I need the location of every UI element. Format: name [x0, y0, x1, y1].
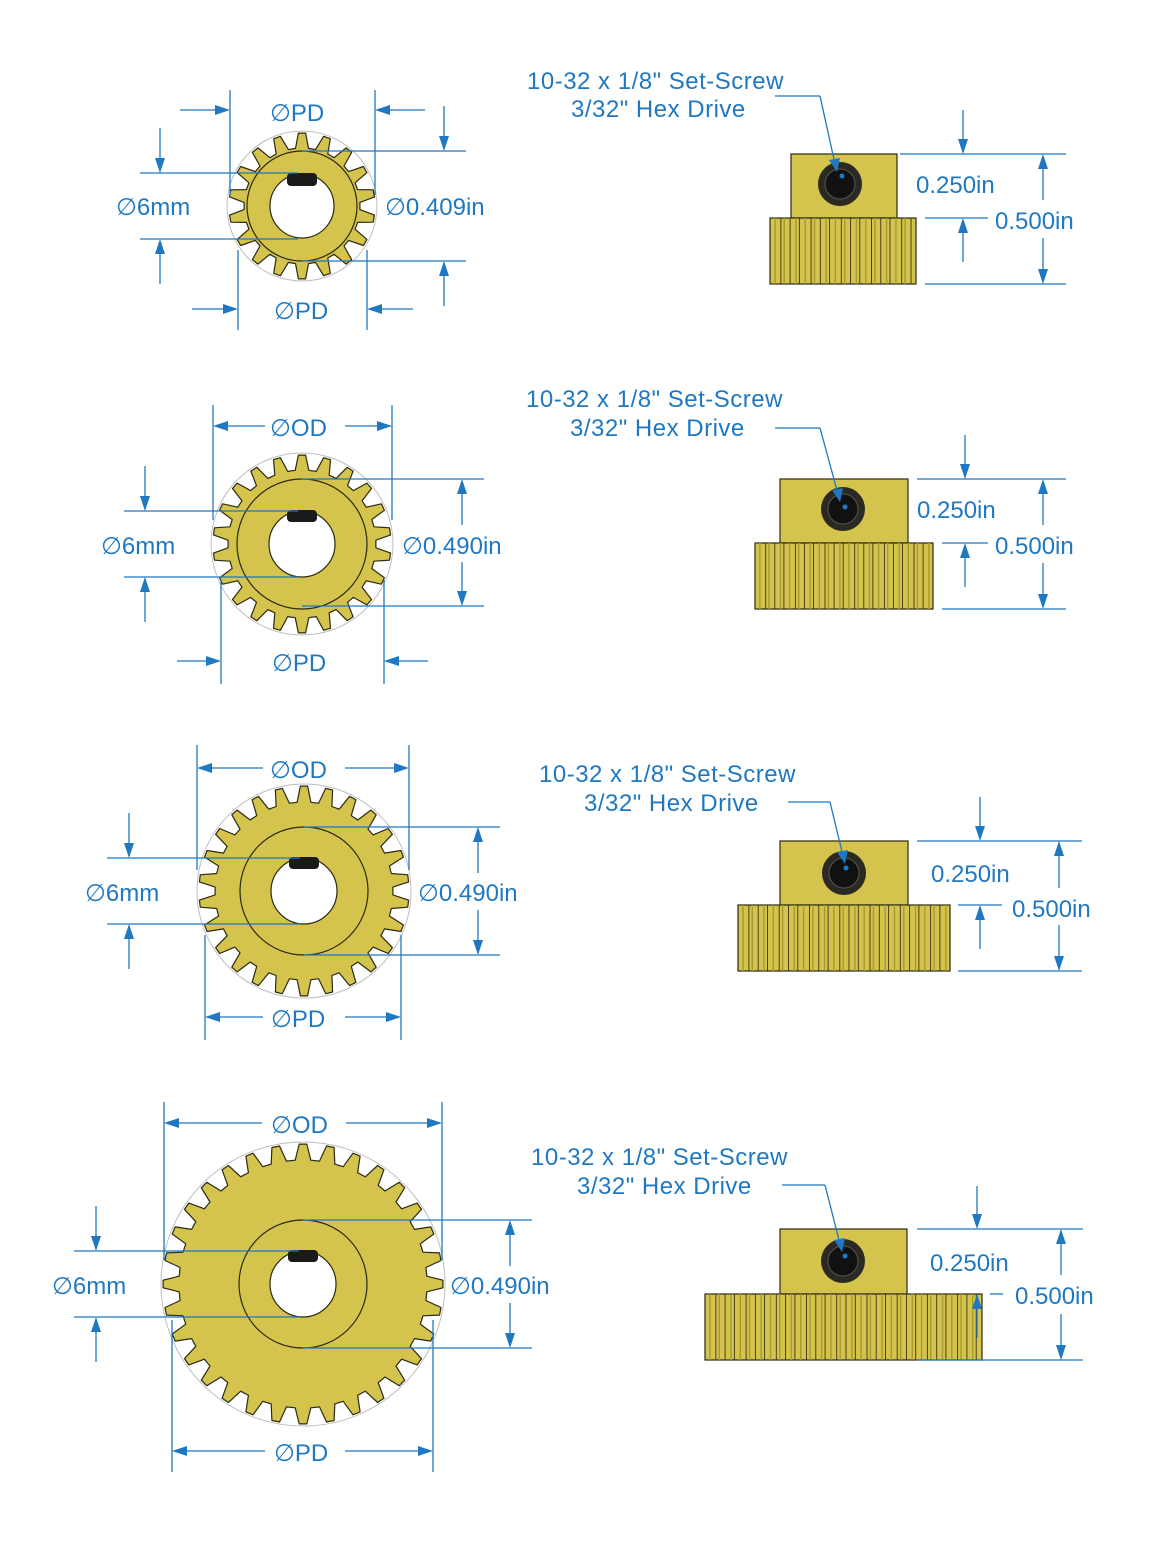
- gear-3-side-dimensions: 10-32 x 1/8" Set-Screw 3/32" Hex Drive 0…: [539, 761, 1091, 972]
- gear-2-outer-circle: [210, 452, 394, 636]
- gear-3-front-view: [196, 783, 412, 999]
- gear-1-side-teeth: [769, 217, 917, 285]
- gear-1-note-line2: 3/32" Hex Drive: [571, 96, 746, 123]
- gear-3-side-view: [737, 840, 951, 972]
- gear-4-note-line2: 3/32" Hex Drive: [577, 1173, 752, 1200]
- gear-4-side-dimensions: 10-32 x 1/8" Set-Screw 3/32" Hex Drive 0…: [531, 1144, 1094, 1361]
- gear-3-note-line2: 3/32" Hex Drive: [584, 790, 759, 817]
- gear-1-setscrew-flat: [287, 173, 317, 186]
- gear-4-side-teeth: [704, 1293, 983, 1361]
- gear-1-hub-height-label: 0.250in: [916, 172, 995, 199]
- gear-4-hub-dim-label: ∅0.490in: [450, 1273, 550, 1300]
- gear-2-hub-height-label: 0.250in: [917, 497, 996, 524]
- gear-4-dimensions: ∅OD ∅PD ∅6mm ∅0.490in: [52, 1102, 550, 1472]
- gear-4-note-line1: 10-32 x 1/8" Set-Screw: [531, 1144, 788, 1171]
- gear-2-dimensions: ∅OD ∅PD ∅6mm ∅0.490in: [101, 405, 502, 684]
- gear-4-hub-height-label: 0.250in: [930, 1250, 1009, 1277]
- gear-2-bore-dim-label: ∅6mm: [101, 533, 175, 560]
- gear-3-dimensions: ∅OD ∅PD ∅6mm ∅0.490in: [85, 745, 518, 1040]
- gear-1-top-dim-label: ∅PD: [270, 100, 324, 127]
- gear-3-setscrew-flat: [289, 857, 319, 869]
- gear-4-total-height-label: 0.500in: [1015, 1283, 1094, 1310]
- gear-1-dimensions: ∅PD ∅PD ∅6mm ∅0.409in: [116, 90, 485, 330]
- gear-2-top-dim-label: ∅OD: [270, 415, 327, 442]
- gear-2-side-view: [754, 478, 934, 610]
- gear-2-hub-dim-label: ∅0.490in: [402, 533, 502, 560]
- gear-3-hub-height-label: 0.250in: [931, 861, 1010, 888]
- gear-2-setscrew-flat: [287, 510, 317, 522]
- gear-3-hub-dim-label: ∅0.490in: [418, 880, 518, 907]
- gear-2-side-dimensions: 10-32 x 1/8" Set-Screw 3/32" Hex Drive 0…: [526, 386, 1074, 610]
- gear-1-bore-dim-label: ∅6mm: [116, 194, 190, 221]
- gear-3-side-teeth: [737, 904, 951, 972]
- gear-4-bottom-dim-label: ∅PD: [274, 1440, 328, 1467]
- gear-2-note-line1: 10-32 x 1/8" Set-Screw: [526, 386, 783, 413]
- gear-1-note-line1: 10-32 x 1/8" Set-Screw: [527, 68, 784, 95]
- gear-1-side-view: [769, 153, 917, 285]
- gear-2-front-view: [210, 452, 394, 636]
- gear-1-total-height-label: 0.500in: [995, 208, 1074, 235]
- gear-2-total-height-label: 0.500in: [995, 533, 1074, 560]
- gear-4-side-view: [704, 1228, 983, 1361]
- gear-1-hub-dim-label: ∅0.409in: [385, 194, 485, 221]
- gear-3-bottom-dim-label: ∅PD: [271, 1006, 325, 1033]
- gear-2-bottom-dim-label: ∅PD: [272, 650, 326, 677]
- gear-4-outer-circle: [160, 1141, 446, 1427]
- gear-1-front-view: [226, 130, 378, 282]
- gear-1-outer-circle: [226, 130, 378, 282]
- gear-1-side-dimensions: 10-32 x 1/8" Set-Screw 3/32" Hex Drive 0…: [527, 68, 1074, 285]
- gear-4-bore-dim-label: ∅6mm: [52, 1273, 126, 1300]
- gear-4-setscrew-flat: [288, 1250, 318, 1262]
- gear-4-front-view: [160, 1141, 446, 1427]
- gear-1-bottom-dim-label: ∅PD: [274, 298, 328, 325]
- gear-3-bore-dim-label: ∅6mm: [85, 880, 159, 907]
- gear-3-outer-circle: [196, 783, 412, 999]
- gear-3-total-height-label: 0.500in: [1012, 896, 1091, 923]
- gear-2-note-line2: 3/32" Hex Drive: [570, 415, 745, 442]
- gear-4-top-dim-label: ∅OD: [271, 1112, 328, 1139]
- gear-3-top-dim-label: ∅OD: [270, 757, 327, 784]
- gear-3-note-line1: 10-32 x 1/8" Set-Screw: [539, 761, 796, 788]
- gear-2-side-teeth: [754, 542, 934, 610]
